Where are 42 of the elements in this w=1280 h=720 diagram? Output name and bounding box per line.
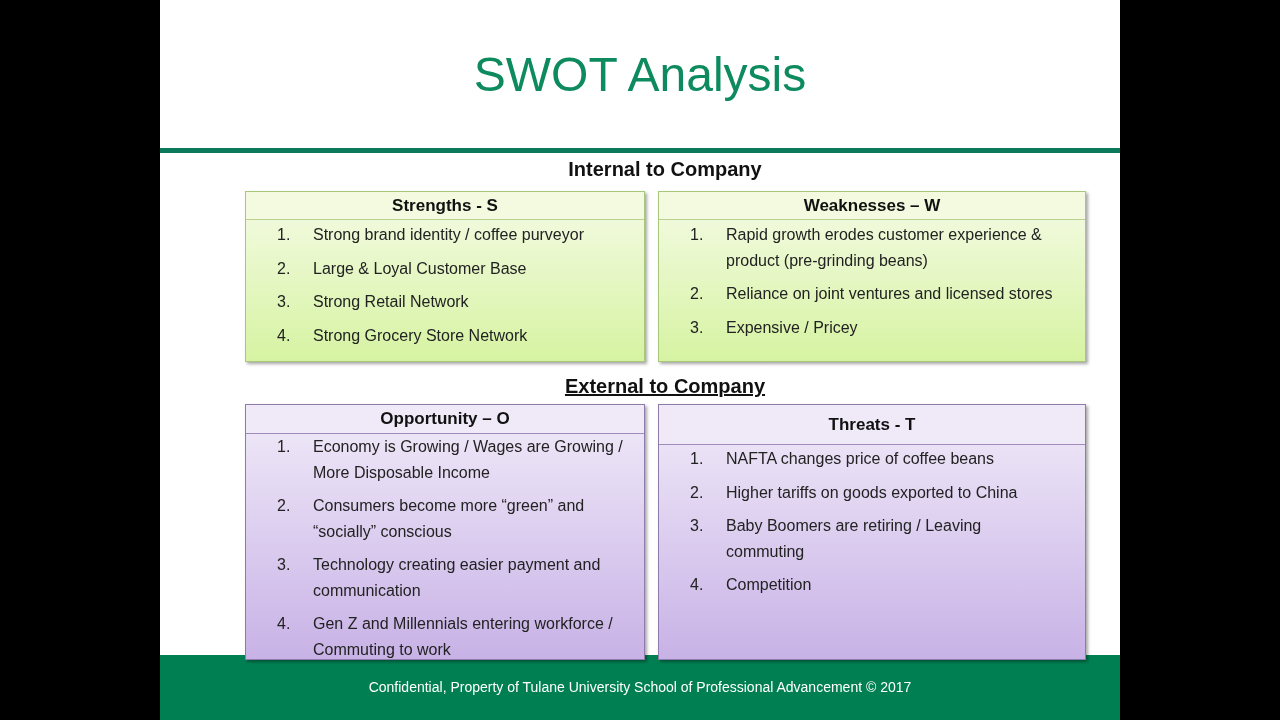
list-number: 2. [277, 258, 292, 279]
section-heading: External to Company [563, 374, 766, 399]
list-item: Strong Retail Network [313, 292, 470, 312]
section-heading: Internal to Company [567, 157, 763, 182]
list-number: 3. [690, 516, 705, 536]
swot-quadrant [658, 191, 1086, 362]
list-item: Gen Z and Millennials entering workforce / Commuting to work [313, 614, 614, 660]
list-number: 3. [277, 555, 292, 575]
list-item: Large & Loyal Customer Base [313, 258, 528, 279]
list-item: Higher tariffs on goods exported to China [726, 482, 1019, 503]
list-number: 1. [277, 437, 292, 457]
list-number: 4. [690, 575, 705, 595]
list-number: 3. [277, 292, 292, 312]
swot-quadrant [245, 404, 645, 660]
list-item: Competition [726, 575, 813, 595]
list-item: Technology creating easier payment and communication [313, 555, 602, 601]
list-item: Strong Grocery Store Network [313, 325, 529, 346]
quadrant-heading: Weaknesses – W [659, 192, 1085, 220]
list-number: 1. [690, 449, 705, 469]
list-number: 2. [690, 482, 705, 503]
quadrant-heading: Strengths - S [246, 192, 644, 220]
list-number: 4. [277, 325, 292, 346]
quadrant-heading: Opportunity – O [246, 405, 644, 434]
list-item: NAFTA changes price of coffee beans [726, 449, 995, 469]
list-item: Economy is Growing / Wages are Growing / More Disposable Income [313, 437, 624, 483]
list-item: Baby Boomers are retiring / Leaving commuting [726, 516, 983, 562]
list-item: Strong brand identity / coffee purveyor [313, 225, 585, 245]
slide-title: SWOT Analysis [472, 47, 808, 103]
list-item: Rapid growth erodes customer experience & product (pre-grinding beans) [726, 225, 1043, 271]
list-item: Expensive / Pricey [726, 317, 859, 338]
list-number: 4. [277, 614, 292, 634]
list-item: Reliance on joint ventures and licensed stores [726, 284, 1054, 304]
quadrant-heading: Threats - T [659, 405, 1085, 445]
list-number: 1. [690, 225, 705, 245]
swot-quadrant [658, 404, 1086, 660]
list-number: 3. [690, 317, 705, 338]
list-item: Consumers become more “green” and “socially” conscious [313, 496, 586, 542]
list-number: 2. [690, 284, 705, 304]
footer-text: Confidential, Property of Tulane University School of Professional Advancement © 2017 [367, 678, 913, 697]
list-number: 2. [277, 496, 292, 516]
swot-quadrant [245, 191, 645, 362]
list-number: 1. [277, 225, 292, 245]
